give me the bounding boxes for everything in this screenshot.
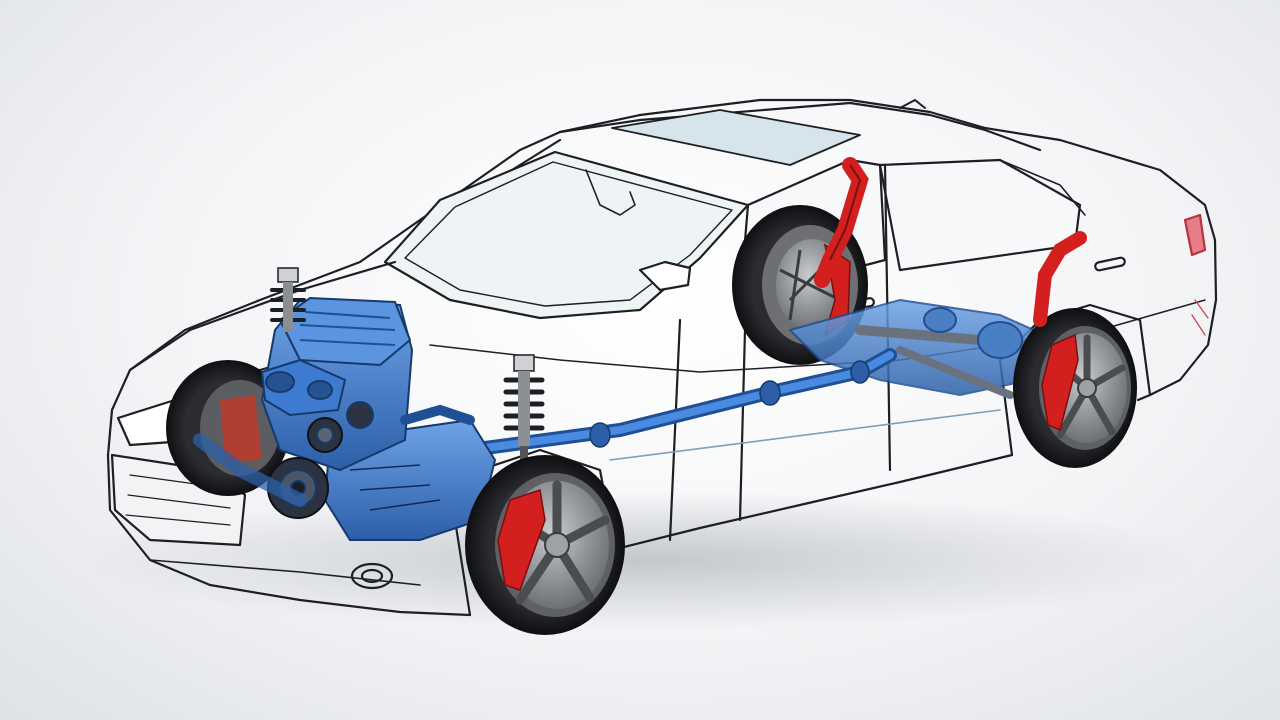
rear-brake-caliper	[1041, 333, 1079, 432]
sunroof	[611, 109, 861, 166]
ground-shadow	[80, 490, 1200, 630]
hood	[128, 260, 397, 372]
antenna	[899, 99, 926, 109]
front-left-coilover	[270, 267, 306, 332]
windshield	[383, 150, 750, 320]
side-mirror	[638, 260, 692, 292]
side-window-rear	[878, 158, 1082, 272]
rear-right-strut	[1033, 231, 1087, 327]
fog-light	[350, 562, 394, 590]
body-silhouette	[106, 98, 1218, 457]
drive-shaft	[463, 348, 897, 457]
rear-right-wheel	[1013, 231, 1137, 468]
front-right-wheel	[465, 455, 625, 635]
engine	[193, 296, 497, 541]
taillight	[1183, 213, 1207, 257]
front-brake-caliper	[497, 489, 546, 591]
roof-line	[558, 101, 1042, 152]
